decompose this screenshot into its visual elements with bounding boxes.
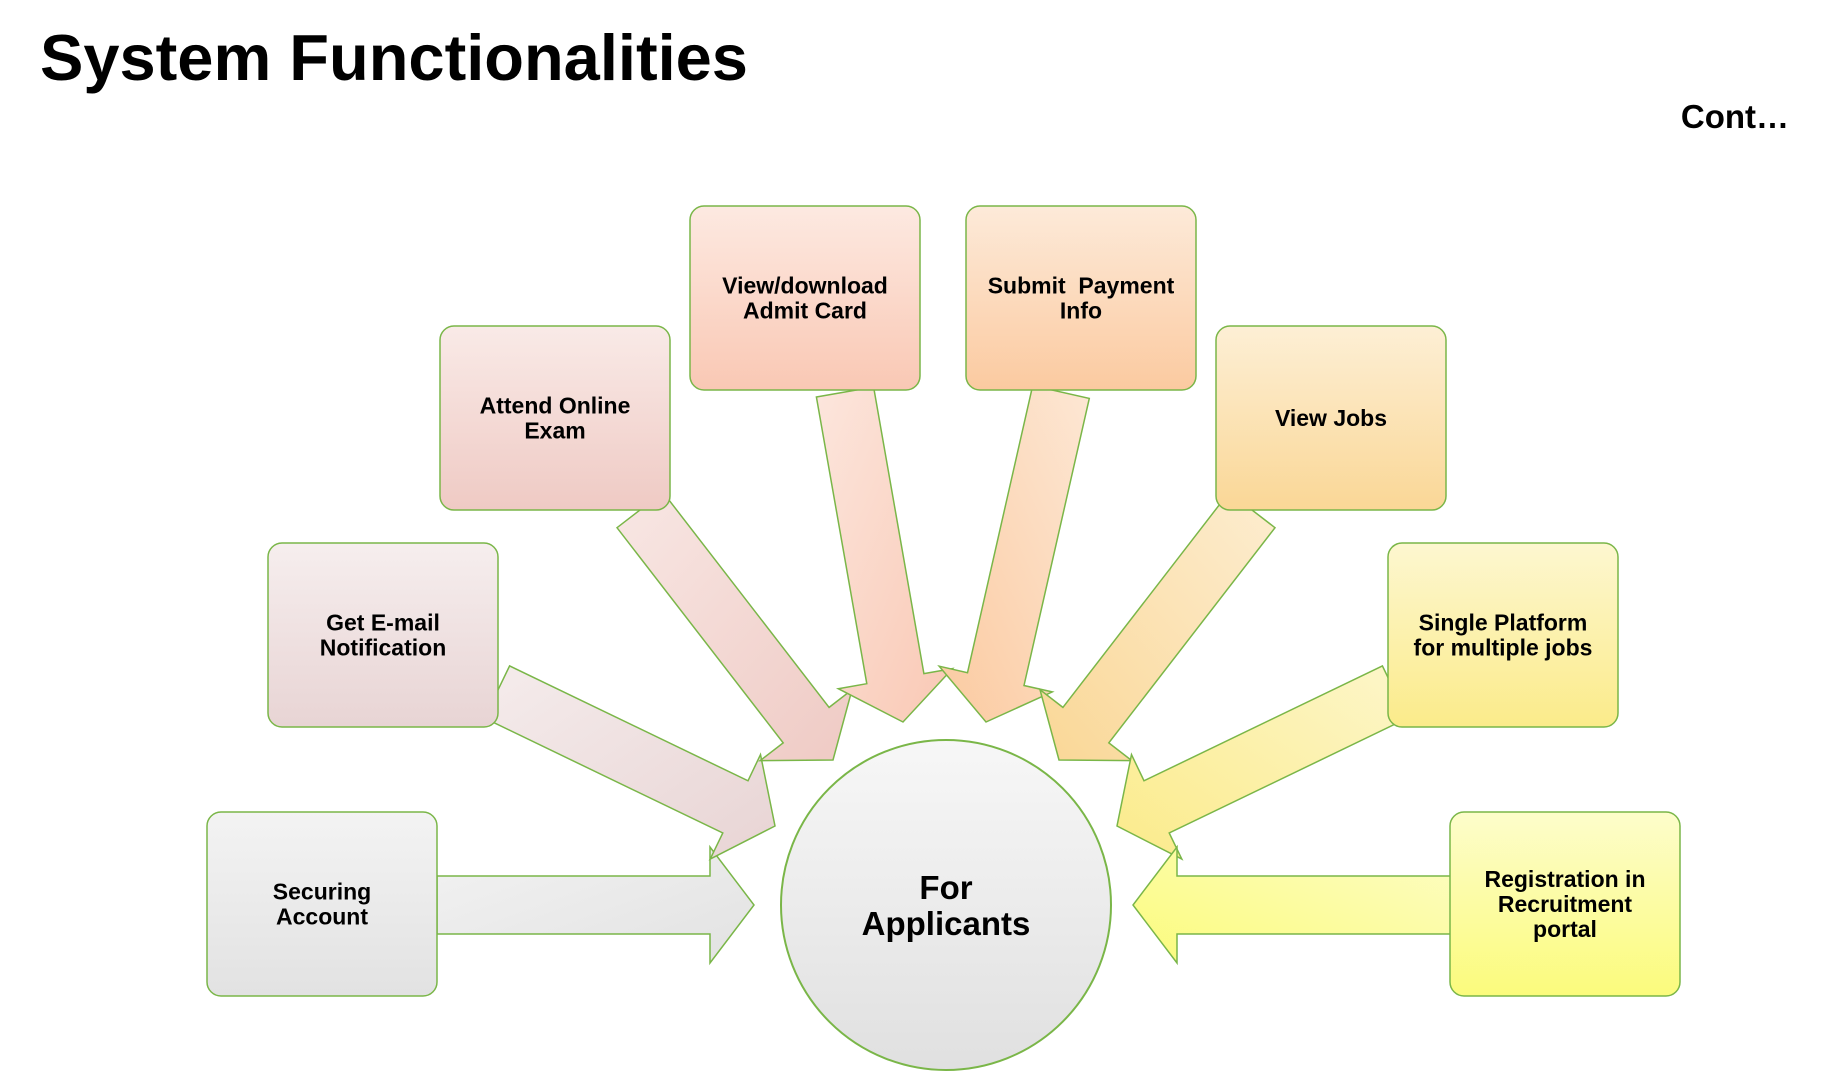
center-label-line: For bbox=[919, 869, 972, 906]
arrow-securing-account bbox=[436, 844, 755, 966]
node-label-line: Admit Card bbox=[743, 298, 867, 324]
node-label-line: Notification bbox=[320, 635, 447, 661]
node-label-line: Submit Payment bbox=[988, 273, 1175, 299]
node-box bbox=[1449, 811, 1681, 997]
node-box bbox=[439, 325, 671, 511]
node-label-line: Registration in bbox=[1484, 866, 1645, 892]
node-label-line: Recruitment bbox=[1498, 891, 1633, 917]
node-label-line: Get E-mail bbox=[326, 610, 440, 636]
arrow-admit-card bbox=[815, 386, 955, 723]
node-box bbox=[1215, 325, 1447, 511]
arrow-registration bbox=[1132, 844, 1456, 966]
center-circle bbox=[780, 739, 1112, 1071]
node-box bbox=[267, 542, 499, 728]
arrows-layer bbox=[436, 384, 1456, 966]
node-box bbox=[1387, 542, 1619, 728]
node-label-line: View/download bbox=[722, 273, 888, 299]
node-label-line: Account bbox=[276, 904, 368, 930]
node-label-line: portal bbox=[1533, 916, 1597, 942]
node-label-line: Exam bbox=[524, 418, 585, 444]
node-label-line: Single Platform bbox=[1419, 610, 1588, 636]
continuation-label: Cont… bbox=[1680, 98, 1789, 135]
node-label-line: Info bbox=[1060, 298, 1102, 324]
node-box bbox=[965, 205, 1197, 391]
node-label-line: Attend Online bbox=[480, 393, 631, 419]
center-label-line: Applicants bbox=[862, 905, 1031, 942]
arrow-online-exam bbox=[615, 491, 854, 762]
arrow-email-notification bbox=[483, 664, 776, 861]
arrow-single-platform bbox=[1116, 664, 1409, 861]
slide-title: System Functionalities bbox=[40, 21, 748, 94]
arrow-view-jobs bbox=[1038, 491, 1277, 762]
node-label-line: Securing bbox=[273, 879, 371, 905]
node-box bbox=[689, 205, 921, 391]
node-view-jobs: View Jobs bbox=[1215, 325, 1447, 511]
arrow-payment-info bbox=[937, 384, 1091, 723]
node-label-line: for multiple jobs bbox=[1414, 635, 1593, 661]
node-label-line: View Jobs bbox=[1275, 405, 1387, 431]
node-box bbox=[206, 811, 438, 997]
